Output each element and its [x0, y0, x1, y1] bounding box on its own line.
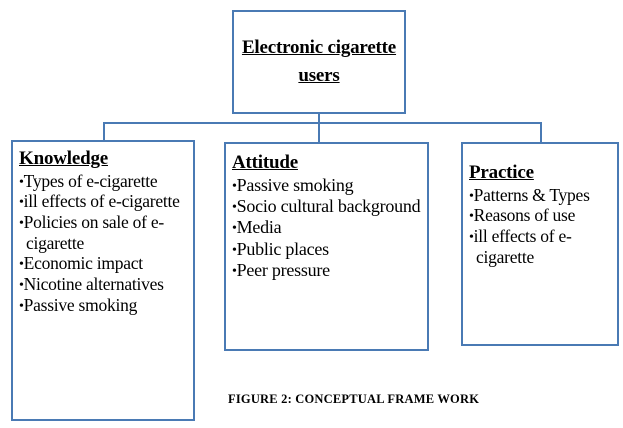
root-node-title: Electronic cigarette users	[241, 37, 397, 86]
branch-content-knowledge: Knowledge Types of e-cigarette ill effec…	[13, 142, 193, 319]
branch-list-attitude: Passive smoking Socio cultural backgroun…	[232, 175, 425, 281]
list-item: Peer pressure	[232, 260, 425, 281]
branch-node-knowledge: Knowledge Types of e-cigarette ill effec…	[11, 140, 195, 421]
branch-content-attitude: Attitude Passive smoking Socio cultural …	[226, 144, 427, 285]
list-item: ill effects of e-cigarette	[469, 226, 615, 267]
root-node-electronic-cigarette-users: Electronic cigarette users	[232, 10, 406, 114]
list-item: Socio cultural background	[232, 196, 425, 217]
list-item: ill effects of e-cigarette	[19, 191, 191, 212]
connector-horizontal-bar	[103, 122, 542, 124]
connector-drop-knowledge	[103, 122, 105, 141]
list-item: Nicotine alternatives	[19, 274, 191, 295]
branch-list-knowledge: Types of e-cigarette ill effects of e-ci…	[19, 171, 191, 315]
list-item: Reasons of use	[469, 205, 615, 226]
branch-heading-knowledge: Knowledge	[19, 148, 108, 169]
list-item: Passive smoking	[232, 175, 425, 196]
branch-heading-practice: Practice	[469, 162, 534, 183]
list-item: Public places	[232, 239, 425, 260]
list-item: Media	[232, 217, 425, 238]
figure-caption: FIGURE 2: CONCEPTUAL FRAME WORK	[228, 392, 480, 406]
branch-node-attitude: Attitude Passive smoking Socio cultural …	[224, 142, 429, 351]
list-item: Types of e-cigarette	[19, 171, 191, 192]
connector-root-stem	[318, 114, 320, 123]
branch-content-practice: Practice Patterns & Types Reasons of use…	[463, 144, 617, 271]
list-item: Economic impact	[19, 253, 191, 274]
list-item: Patterns & Types	[469, 185, 615, 206]
connector-drop-practice	[540, 122, 542, 143]
branch-list-practice: Patterns & Types Reasons of use ill effe…	[469, 185, 615, 268]
connector-drop-attitude	[318, 122, 320, 143]
branch-node-practice: Practice Patterns & Types Reasons of use…	[461, 142, 619, 346]
branch-heading-attitude: Attitude	[232, 152, 298, 173]
list-item: Passive smoking	[19, 295, 191, 316]
list-item: Policies on sale of e-cigarette	[19, 212, 191, 253]
